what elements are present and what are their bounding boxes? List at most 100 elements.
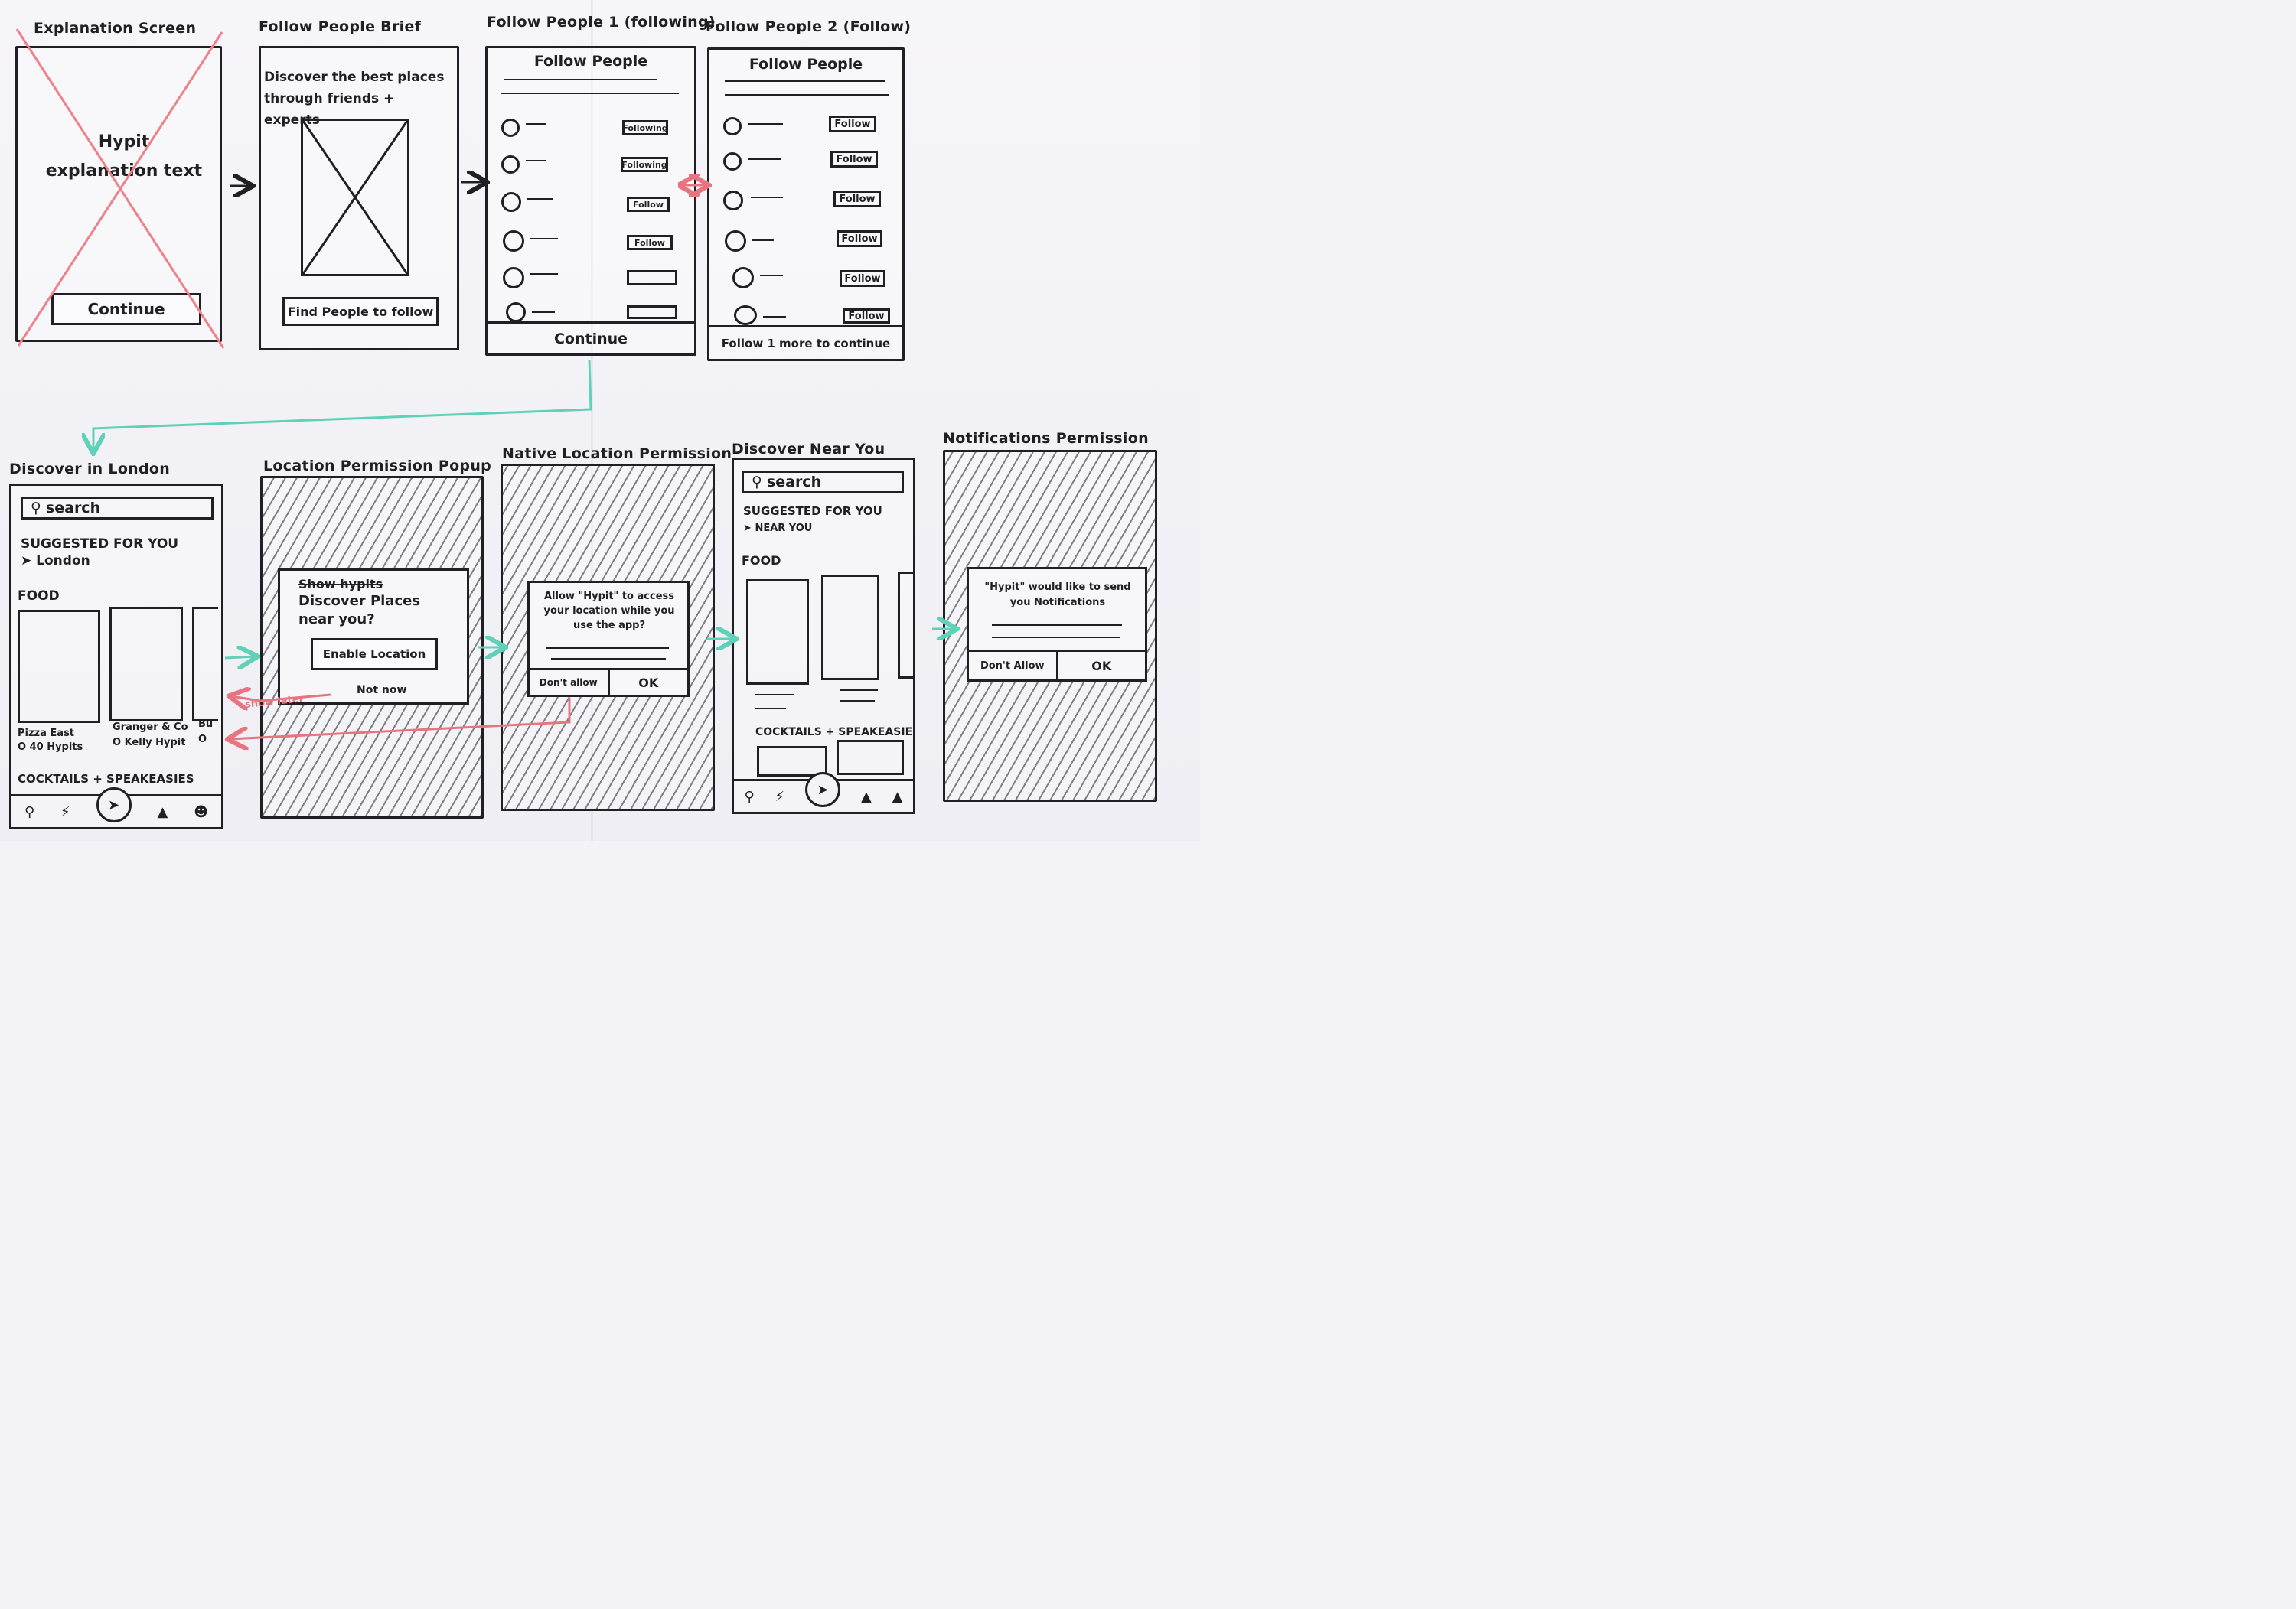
image-placeholder-icon: [301, 119, 409, 276]
flash-icon[interactable]: ⚡: [775, 788, 785, 805]
follow-brief-text: Discover the best places through friends…: [264, 70, 445, 128]
suggested-heading: SUGGESTED FOR YOU: [21, 536, 179, 552]
avatar: [501, 119, 520, 137]
follow-button[interactable]: Follow: [833, 191, 881, 207]
following-button[interactable]: Following: [622, 120, 668, 135]
search-input[interactable]: ⚲ search: [21, 497, 214, 520]
scribble-line: [840, 689, 878, 691]
native-location-screen: Allow "Hypit" to access your location wh…: [501, 464, 715, 811]
scribble-line: [526, 160, 546, 161]
discover-near-screen: ⚲ search SUGGESTED FOR YOU ➤ NEAR YOU FO…: [732, 458, 915, 814]
avatar: [734, 305, 757, 325]
discover-london-label: Discover in London: [9, 461, 171, 477]
dont-allow-button[interactable]: Don't allow: [530, 670, 610, 695]
place-card[interactable]: [18, 610, 100, 723]
explanation-continue-button[interactable]: Continue: [51, 293, 201, 325]
explanation-screen-label: Explanation Screen: [34, 20, 197, 37]
place-card[interactable]: [898, 572, 913, 679]
bell-icon[interactable]: ▲: [860, 788, 872, 805]
search-input[interactable]: ⚲ search: [742, 471, 904, 493]
native-location-dialog: Allow "Hypit" to access your location wh…: [527, 581, 690, 697]
notifications-dialog: "Hypit" would like to send you Notificat…: [967, 567, 1147, 682]
not-now-link[interactable]: Not now: [357, 684, 407, 696]
place-card[interactable]: [757, 746, 827, 777]
follow-button[interactable]: Follow: [843, 308, 890, 324]
avatar: [732, 267, 754, 288]
follow-1-label: Follow People 1 (following): [487, 14, 716, 31]
cocktails-heading: COCKTAILS + SPEAKEASIES: [18, 772, 194, 786]
follow-brief-label: Follow People Brief: [259, 18, 422, 35]
avatar: [503, 267, 524, 288]
place-meta: O: [198, 734, 207, 745]
explanation-text: Hypit explanation text: [45, 132, 203, 181]
search-icon: ⚲: [31, 500, 41, 516]
native-location-actions: Don't allow OK: [530, 668, 687, 695]
follow-button[interactable]: Follow: [837, 230, 882, 247]
follow-button[interactable]: Follow: [840, 270, 885, 287]
scribble-line: [755, 708, 786, 709]
scribble-line: [992, 624, 1122, 626]
scribble-line: [532, 311, 555, 313]
explanation-screen: Hypit explanation text Continue: [15, 46, 222, 342]
bottom-nav: ⚲ ⚡ ➤ ▲ ☻: [11, 787, 221, 827]
location-popup-label: Location Permission Popup: [263, 458, 492, 474]
place-card[interactable]: [109, 607, 183, 721]
scribble-line: [840, 700, 875, 702]
search-icon[interactable]: ⚲: [744, 788, 755, 805]
follow-button[interactable]: Follow: [829, 116, 876, 132]
notifications-label: Notifications Permission: [943, 430, 1149, 447]
ok-button[interactable]: OK: [1091, 658, 1112, 673]
place-card[interactable]: [192, 607, 218, 721]
search-icon[interactable]: ⚲: [24, 803, 35, 820]
place-meta: O 40 Hypits: [18, 741, 83, 753]
megaphone-icon[interactable]: ➤: [96, 787, 132, 822]
paper-sheet: Explanation Screen Hypit explanation tex…: [0, 0, 1200, 841]
scribble-line: [546, 647, 669, 649]
follow-brief-screen: Discover the best places through friends…: [259, 46, 459, 350]
scribble-line: [527, 198, 553, 200]
flash-icon[interactable]: ⚡: [60, 803, 70, 820]
find-people-button[interactable]: Find People to follow: [282, 297, 439, 326]
place-card[interactable]: [837, 740, 904, 775]
scribble-line: [725, 80, 885, 82]
megaphone-icon[interactable]: ➤: [805, 772, 841, 807]
location-popup-dialog: Show hypits Discover Places near you? En…: [278, 568, 469, 705]
native-location-label: Native Location Permission: [502, 445, 732, 462]
scribble-line: [751, 197, 783, 198]
follow-more-message: Follow 1 more to continue: [709, 325, 902, 359]
follow-2-title: Follow People: [748, 56, 863, 73]
scribble-line: [752, 239, 774, 241]
follow-button[interactable]: Follow: [830, 151, 878, 168]
native-location-message: Allow "Hypit" to access your location wh…: [543, 591, 675, 631]
dont-allow-button[interactable]: Don't Allow: [969, 652, 1058, 679]
notifications-screen: "Hypit" would like to send you Notificat…: [943, 450, 1157, 802]
scribble-line: [760, 275, 783, 276]
bell-icon[interactable]: ▲: [892, 788, 903, 805]
place-card[interactable]: [746, 579, 809, 685]
place-name: Granger & Co: [113, 721, 188, 733]
following-button[interactable]: Following: [621, 157, 668, 172]
search-placeholder: search: [766, 474, 822, 490]
continue-button[interactable]: Continue: [488, 321, 694, 353]
ok-button[interactable]: OK: [638, 675, 659, 690]
avatar: [723, 117, 742, 135]
scribble-line: [748, 158, 781, 160]
follow-1-title: Follow People: [533, 53, 648, 70]
scribble-line: [530, 238, 558, 239]
search-placeholder: search: [45, 500, 101, 516]
location-arrow-icon: ➤: [743, 523, 752, 534]
avatar: [723, 152, 742, 171]
follow-button[interactable]: [627, 305, 677, 319]
profile-icon[interactable]: ☻: [194, 803, 209, 820]
follow-button[interactable]: Follow: [627, 197, 670, 212]
enable-location-button[interactable]: Enable Location: [311, 638, 438, 670]
follow-button[interactable]: [627, 270, 677, 285]
notifications-actions: Don't Allow OK: [969, 650, 1145, 679]
location-label: ➤ NEAR YOU: [743, 523, 813, 534]
place-card[interactable]: [821, 575, 879, 680]
discover-near-label: Discover Near You: [732, 441, 885, 458]
bell-icon[interactable]: ▲: [157, 803, 168, 820]
avatar: [723, 191, 743, 210]
scribble-line: [992, 637, 1120, 638]
follow-button[interactable]: Follow: [627, 235, 673, 250]
